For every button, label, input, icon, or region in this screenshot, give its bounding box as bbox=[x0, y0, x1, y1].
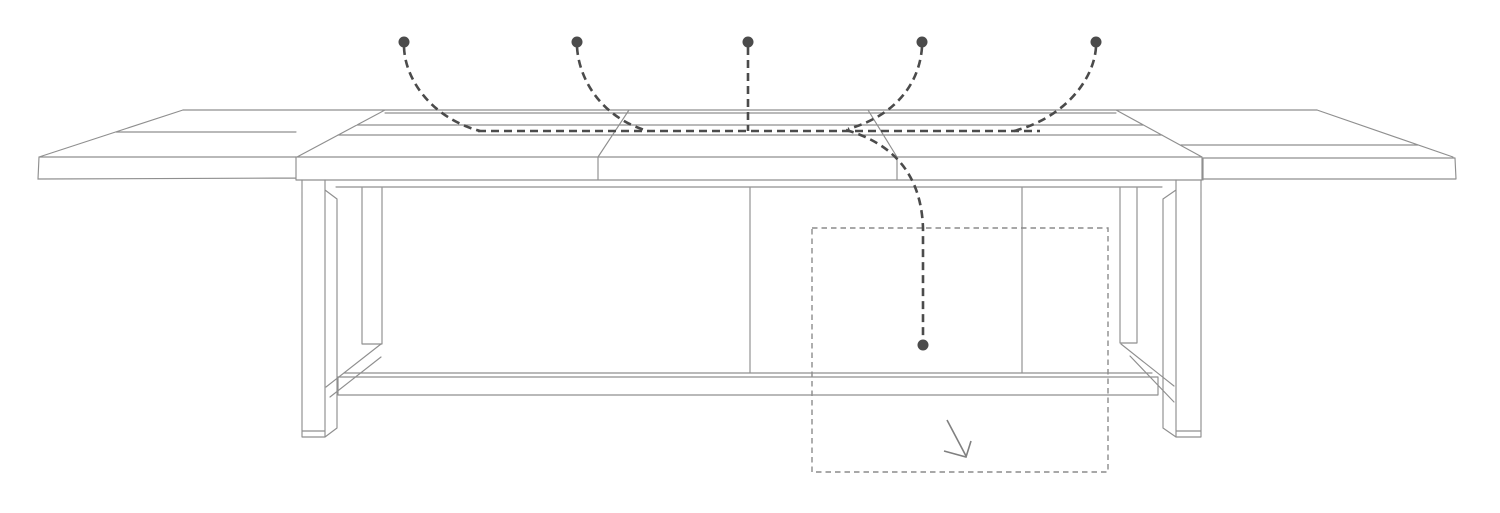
stretcher-bar bbox=[337, 372, 1159, 396]
tabletop-left-leaf bbox=[37, 109, 297, 181]
leader-line-5 bbox=[1013, 46, 1098, 133]
apron-and-panel-seams bbox=[335, 186, 1163, 374]
front-right-leg bbox=[1162, 179, 1202, 438]
tabletop-main-section bbox=[182, 109, 1318, 181]
rear-left-leg bbox=[361, 187, 383, 345]
leader-line-4 bbox=[847, 46, 924, 131]
left-side-rail bbox=[325, 343, 382, 398]
leader-line-2 bbox=[575, 46, 649, 133]
callout-dot-3[interactable] bbox=[742, 36, 754, 48]
callout-annotations bbox=[398, 36, 1109, 473]
leader-drop-line bbox=[845, 128, 925, 336]
storage-direction-arrow-head bbox=[943, 440, 972, 458]
table-linework bbox=[37, 109, 1457, 438]
front-left-leg bbox=[301, 179, 338, 438]
leader-line-1 bbox=[402, 46, 481, 133]
storage-direction-arrow-shaft bbox=[946, 419, 967, 457]
callout-dot-2[interactable] bbox=[571, 36, 583, 48]
right-side-rail bbox=[1120, 343, 1175, 403]
storage-area-outline bbox=[811, 227, 1109, 473]
rear-right-leg bbox=[1119, 187, 1138, 344]
target-dot[interactable] bbox=[917, 339, 929, 351]
callout-dot-5[interactable] bbox=[1090, 36, 1102, 48]
callout-dot-1[interactable] bbox=[398, 36, 410, 48]
tabletop-right-leaf bbox=[1180, 109, 1457, 181]
callout-dot-4[interactable] bbox=[916, 36, 928, 48]
